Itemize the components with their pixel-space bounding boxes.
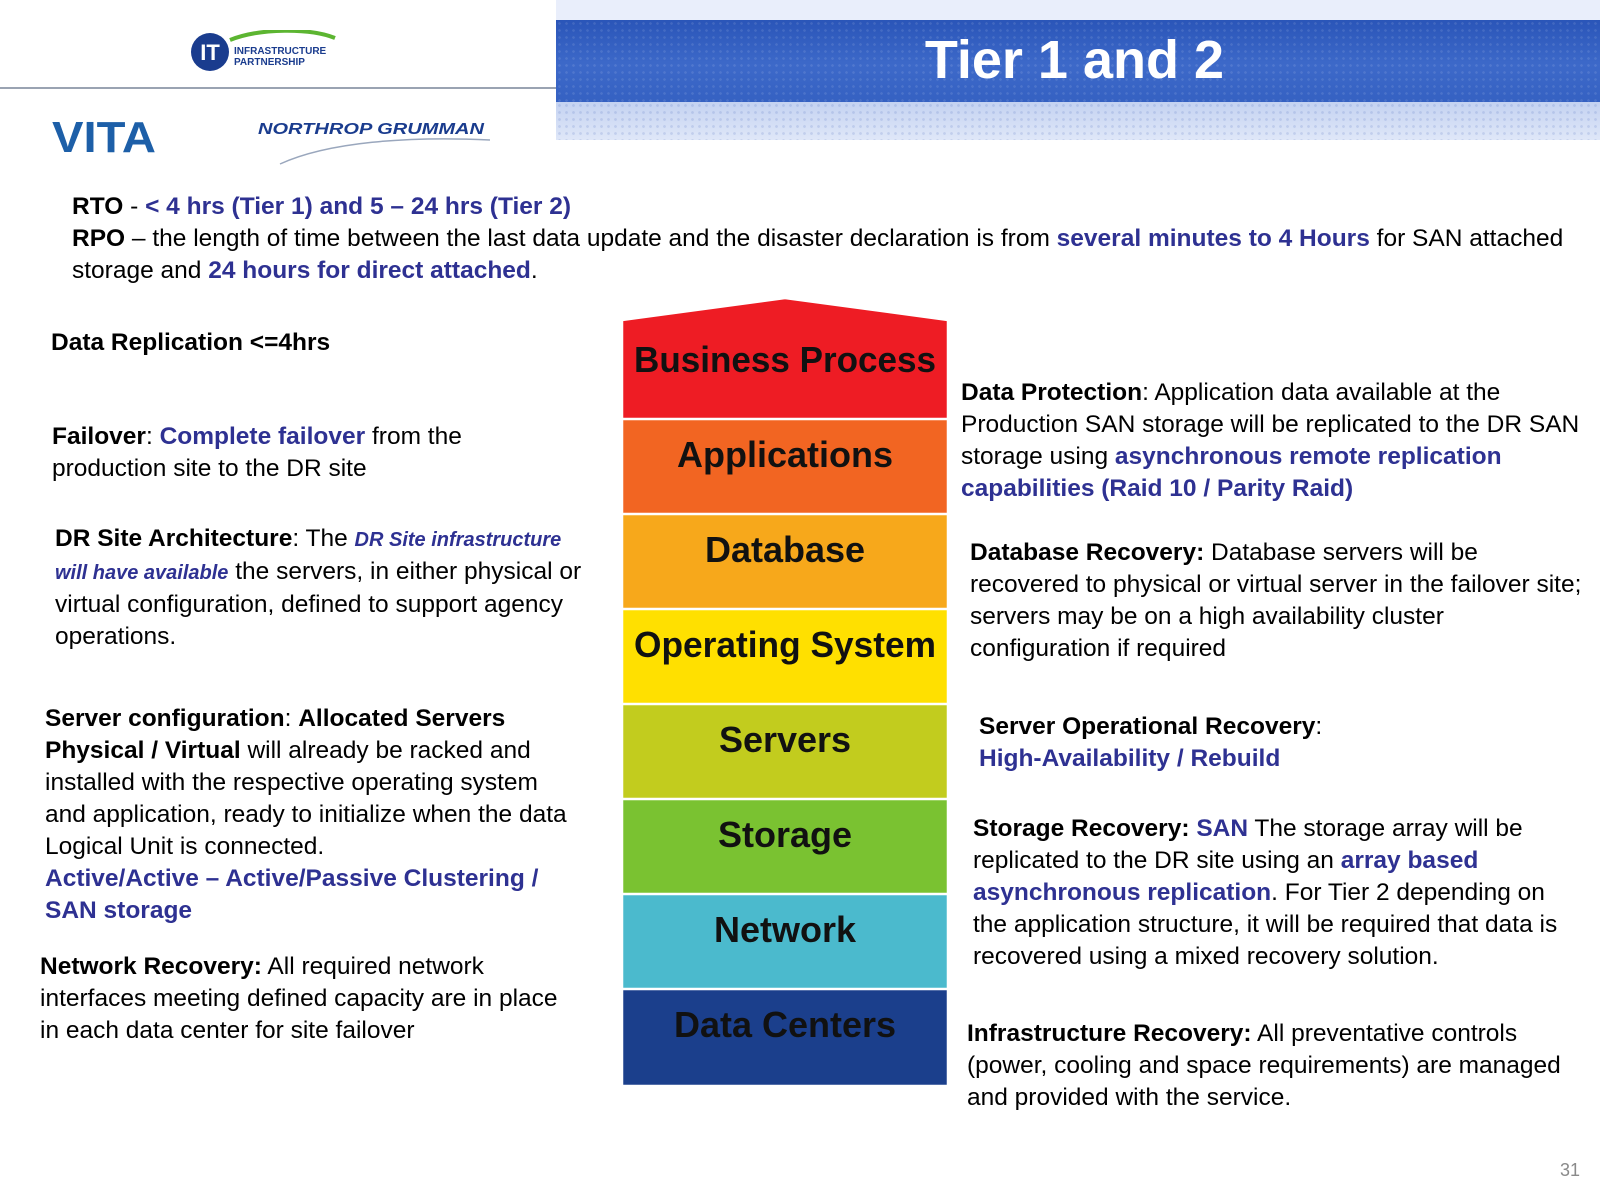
rto-rpo-block: RTO - < 4 hrs (Tier 1) and 5 – 24 hrs (T… <box>72 191 1572 287</box>
stack-layer-label: Applications <box>677 434 893 475</box>
stack-layer-label: Network <box>714 909 857 950</box>
rpo-text-2: for SAN attached storage and <box>72 225 1564 284</box>
failover-block: Failover: Complete failover from the pro… <box>52 421 572 485</box>
rto-separator: - <box>123 193 146 220</box>
rpo-label: RPO <box>72 225 126 252</box>
stack-layer-business-process: Business Process <box>620 296 950 421</box>
stack-layer-label: Database <box>705 529 865 570</box>
banner-main-band <box>556 20 1600 102</box>
dr-site-highlight: DR Site infrastructure will have availab… <box>55 529 562 584</box>
stack-layer-label: Business Process <box>634 339 936 380</box>
stack-layer-applications: Applications <box>620 391 950 516</box>
rpo-text: – the length of time between the last da… <box>125 225 1057 252</box>
page-number: 31 <box>1559 1160 1580 1180</box>
server-op-recovery-label: Server Operational Recovery <box>979 713 1316 740</box>
server-configuration-block: Server configuration: Allocated Servers … <box>45 703 585 927</box>
svg-text:VITA: VITA <box>52 116 156 156</box>
infra-recovery-text: All preventative controls (power, coolin… <box>967 1020 1561 1111</box>
vita-logo: VITA <box>52 116 156 156</box>
stack-layer-servers: Servers <box>620 676 950 801</box>
server-config-highlight: Active/Active – Active/Passive Clusterin… <box>45 865 539 924</box>
network-recovery-text: All required network interfaces meeting … <box>40 953 558 1044</box>
svg-text:IT: IT <box>200 40 220 65</box>
stack-layer-network: Network <box>620 866 950 991</box>
stack-layer-shape <box>620 296 950 421</box>
banner-top-band <box>556 0 1600 20</box>
failover-highlight: Complete failover <box>159 423 366 450</box>
storage-recovery-highlight-array: array based asynchronous replication <box>973 847 1479 906</box>
svg-text:NORTHROP GRUMMAN: NORTHROP GRUMMAN <box>258 121 485 138</box>
network-recovery-block: Network Recovery: All required network i… <box>40 951 560 1047</box>
storage-recovery-text: The storage array will be replicated to … <box>973 815 1523 874</box>
infrastructure-recovery-block: Infrastructure Recovery: All preventativ… <box>967 1018 1567 1114</box>
stack-layer-label: Storage <box>718 814 852 855</box>
server-op-recovery-separator: : <box>1315 713 1323 740</box>
stack-layer-label: Servers <box>719 719 851 760</box>
database-recovery-block: Database Recovery: Database servers will… <box>970 537 1590 665</box>
server-config-label: Server configuration <box>45 705 285 732</box>
dr-site-architecture-block: DR Site Architecture: The DR Site infras… <box>55 523 595 653</box>
title-banner <box>556 0 1600 140</box>
dr-site-label: DR Site Architecture <box>55 525 293 552</box>
stack-layer-operating-system: Operating System <box>620 581 950 706</box>
rpo-text-3: . <box>530 257 538 284</box>
failover-text: from the production site to the DR site <box>52 423 462 482</box>
failover-label: Failover <box>52 423 146 450</box>
rto-value: < 4 hrs (Tier 1) and 5 – 24 hrs (Tier 2) <box>145 193 572 220</box>
data-replication-heading: Data Replication <=4hrs <box>51 327 551 359</box>
server-config-separator: : <box>284 705 299 732</box>
rpo-highlight-direct: 24 hours for direct attached <box>208 257 531 284</box>
data-protection-text: : Application data available at the Prod… <box>961 379 1580 470</box>
stack-layer-data-centers: Data Centers <box>620 961 950 1088</box>
data-protection-block: Data Protection: Application data availa… <box>961 377 1581 505</box>
storage-recovery-block: Storage Recovery: SAN The storage array … <box>973 813 1573 973</box>
svg-text:PARTNERSHIP: PARTNERSHIP <box>234 57 305 68</box>
data-replication-label: Data Replication <=4hrs <box>51 329 331 356</box>
server-operational-recovery-block: Server Operational Recovery: High-Availa… <box>979 711 1579 775</box>
stack-layer-storage: Storage <box>620 771 950 896</box>
stack-layer-label: Operating System <box>634 624 936 665</box>
page-title: Tier 1 and 2 <box>924 30 1224 90</box>
stack-layer-label: Data Centers <box>674 1004 896 1045</box>
header-divider <box>0 87 556 89</box>
infra-recovery-label: Infrastructure Recovery: <box>967 1020 1252 1047</box>
dr-site-separator: : The <box>292 525 355 552</box>
tier-stack-diagram: Data Centers Network Storage Servers Operati… <box>620 296 950 1088</box>
rpo-line: RPO – the length of time between the las… <box>72 223 1572 287</box>
rto-line: RTO - < 4 hrs (Tier 1) and 5 – 24 hrs (T… <box>72 191 1572 223</box>
data-protection-label: Data Protection <box>961 379 1143 406</box>
dr-site-text: the servers, in either physical or virtu… <box>55 558 582 650</box>
rto-label: RTO <box>72 193 124 220</box>
northrop-grumman-logo: NORTHROP GRUMMAN <box>258 121 491 165</box>
svg-text:INFRASTRUCTURE: INFRASTRUCTURE <box>234 46 327 57</box>
stack-layer-database: Database <box>620 486 950 611</box>
server-config-text: will already be racked and installed wit… <box>45 737 567 860</box>
banner-strip-band <box>556 102 1600 140</box>
rpo-highlight-minutes: several minutes to 4 Hours <box>1056 225 1370 252</box>
server-config-bold: Allocated Servers Physical / Virtual <box>45 705 506 764</box>
storage-recovery-text-2: . For Tier 2 depending on the applicatio… <box>973 879 1558 970</box>
data-protection-highlight: asynchronous remote replication capabili… <box>961 443 1502 502</box>
server-op-recovery-highlight: High-Availability / Rebuild <box>979 745 1281 772</box>
network-recovery-label: Network Recovery: <box>40 953 262 980</box>
failover-separator: : <box>145 423 160 450</box>
database-recovery-label: Database Recovery: <box>970 539 1205 566</box>
storage-recovery-label: Storage Recovery: <box>973 815 1197 842</box>
storage-recovery-highlight-san: SAN <box>1196 815 1249 842</box>
database-recovery-text: Database servers will be recovered to ph… <box>970 539 1582 662</box>
it-partnership-logo: IT INFRASTRUCTURE PARTNERSHIP <box>191 30 336 71</box>
